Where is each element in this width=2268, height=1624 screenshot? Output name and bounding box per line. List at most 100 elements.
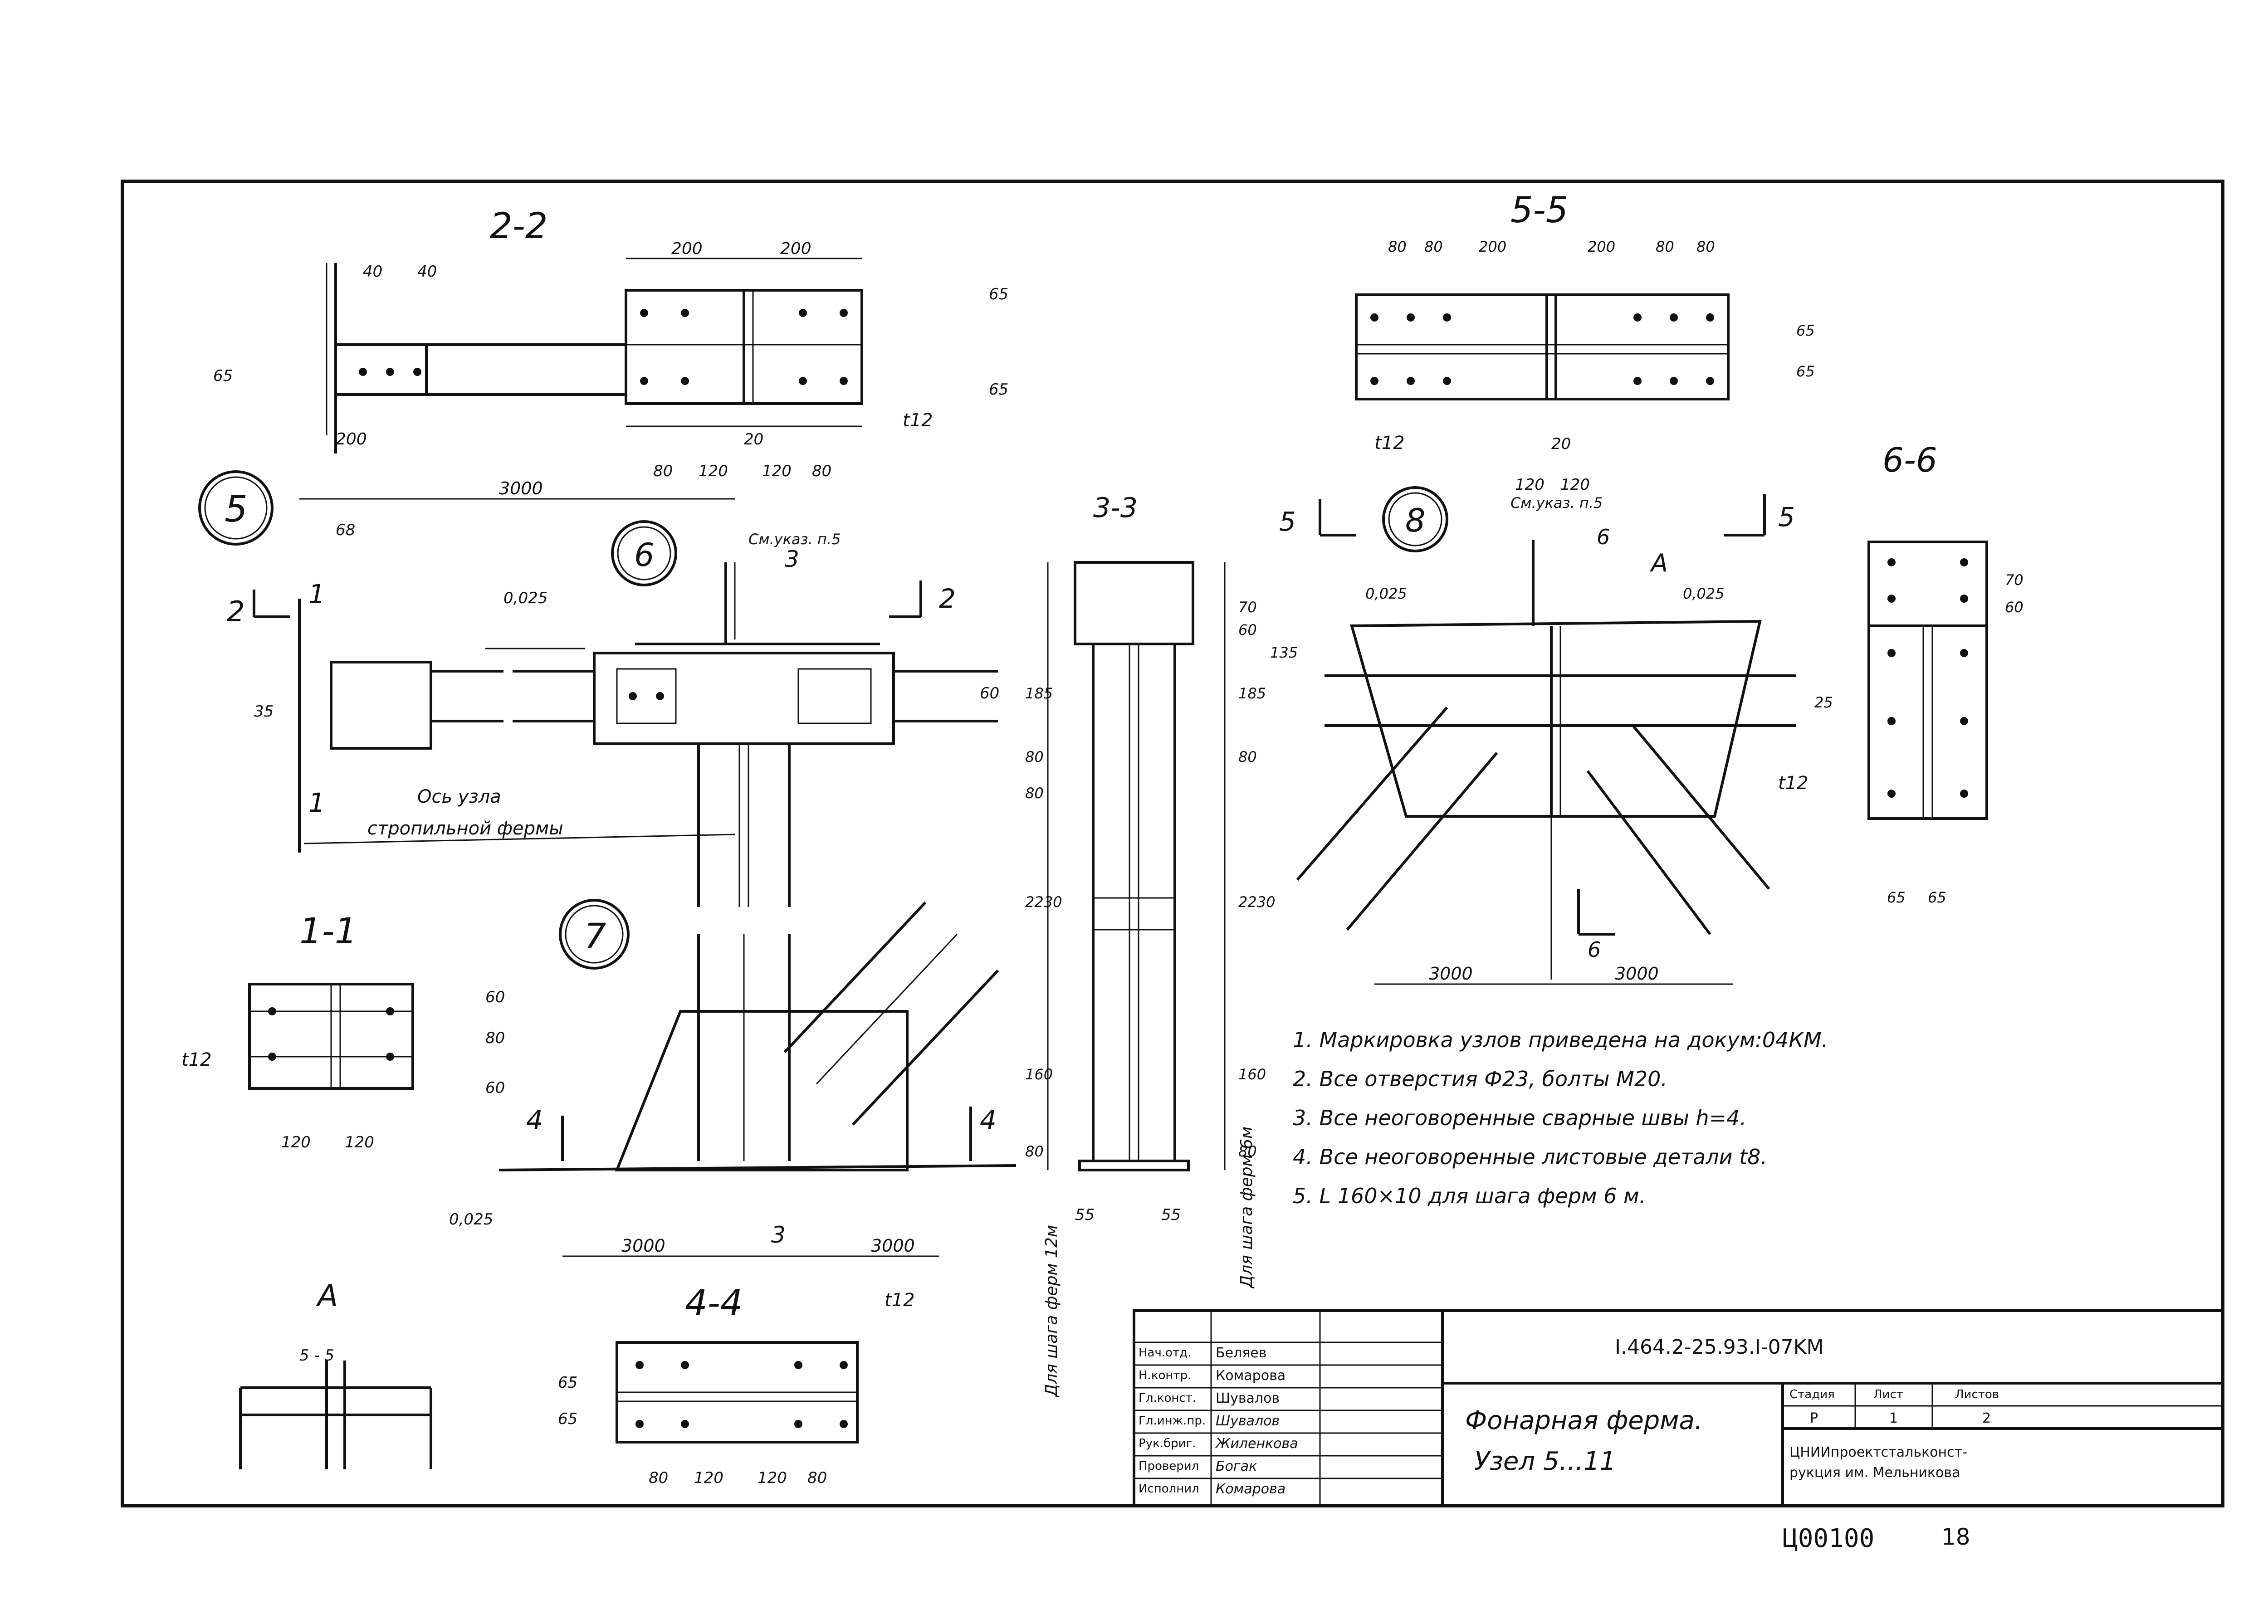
section-4-4: 4-4 t12 65 65 80 120 120 80 xyxy=(558,1283,915,1487)
svg-text:160: 160 xyxy=(1025,1066,1053,1083)
svg-text:120: 120 xyxy=(1515,476,1545,494)
svg-text:60: 60 xyxy=(1238,621,1257,639)
role-label: Рук.бриг. xyxy=(1139,1437,1196,1450)
section-2-2-title: 2-2 xyxy=(490,206,547,247)
sheet-header: Лист xyxy=(1873,1388,1903,1401)
svg-text:t12: t12 xyxy=(903,410,933,431)
svg-text:185: 185 xyxy=(1025,685,1053,702)
svg-text:2230: 2230 xyxy=(1025,893,1062,911)
svg-text:6: 6 xyxy=(1597,525,1610,549)
svg-text:200: 200 xyxy=(1479,238,1506,255)
name-value: Жиленкова xyxy=(1216,1436,1298,1452)
archive-stamp: Ц00100 xyxy=(1783,1524,1875,1553)
general-notes: 1. Маркировка узлов приведена на докум:0… xyxy=(1293,1020,1928,1215)
svg-text:80: 80 xyxy=(1424,238,1443,255)
drawing-subtitle: Узел 5...11 xyxy=(1474,1447,1616,1476)
name-value: Беляев xyxy=(1216,1345,1267,1361)
svg-text:3000: 3000 xyxy=(871,1236,915,1256)
svg-text:60: 60 xyxy=(485,1079,505,1097)
svg-text:60: 60 xyxy=(485,988,505,1006)
svg-text:80: 80 xyxy=(485,1029,505,1047)
svg-text:стропильной фермы: стропильной фермы xyxy=(367,818,563,839)
svg-text:60: 60 xyxy=(980,684,999,702)
svg-text:55: 55 xyxy=(1161,1206,1181,1224)
name-value: Комарова xyxy=(1216,1481,1286,1497)
role-label: Гл.конст. xyxy=(1139,1391,1197,1405)
svg-text:0,025: 0,025 xyxy=(503,589,547,607)
note-item: 4. Все неоговоренные листовые детали t8. xyxy=(1293,1145,1768,1169)
role-label: Нач.отд. xyxy=(1139,1346,1192,1360)
organization-line2: рукция им. Мельникова xyxy=(1789,1465,1960,1481)
section-1-1: 1-1 t12 60 80 60 120 120 xyxy=(181,911,505,1151)
node-6-elevation: 2 1 2 0,025 См.указ. п.5 3 35 60 1 Ось у… xyxy=(227,531,999,907)
sheet-frame xyxy=(121,180,2224,1507)
svg-text:Для шага ферм 12м: Для шага ферм 12м xyxy=(1042,1225,1061,1398)
detail-a-title: A xyxy=(316,1278,338,1313)
svg-text:65: 65 xyxy=(1796,322,1815,339)
svg-text:2: 2 xyxy=(939,583,956,614)
svg-text:3: 3 xyxy=(771,1222,786,1248)
svg-text:200: 200 xyxy=(336,430,367,449)
svg-text:65: 65 xyxy=(1928,889,1946,906)
svg-text:200: 200 xyxy=(1588,238,1615,255)
svg-text:t12: t12 xyxy=(181,1049,212,1070)
role-label: Н.контр. xyxy=(1139,1369,1192,1382)
svg-text:120: 120 xyxy=(758,1469,787,1487)
svg-text:40: 40 xyxy=(363,263,382,281)
svg-text:68: 68 xyxy=(336,521,355,539)
svg-text:80: 80 xyxy=(1025,785,1044,802)
svg-text:120: 120 xyxy=(762,462,792,480)
drawing-title: Фонарная ферма. xyxy=(1465,1406,1703,1435)
svg-text:120: 120 xyxy=(1560,476,1590,494)
page-number: 18 xyxy=(1941,1524,1970,1550)
svg-text:65: 65 xyxy=(989,380,1008,399)
svg-text:65: 65 xyxy=(213,367,233,385)
svg-text:3000: 3000 xyxy=(1615,964,1659,984)
node-5-label: 5 xyxy=(225,488,248,530)
name-value: Богак xyxy=(1216,1458,1257,1474)
node-7-label: 7 xyxy=(584,916,606,956)
svg-text:80: 80 xyxy=(1238,748,1257,766)
svg-text:20: 20 xyxy=(1551,435,1571,453)
detail-a: A 5 - 5 xyxy=(239,1278,432,1469)
node-8-label: 8 xyxy=(1405,502,1426,539)
section-3-3: 3-3 70 60 185 185 80 80 80 2230 2230 160… xyxy=(1025,492,1275,1398)
title-block-grid xyxy=(1133,1309,2224,1507)
svg-text:65: 65 xyxy=(1796,363,1815,380)
svg-text:65: 65 xyxy=(1887,889,1906,906)
svg-text:120: 120 xyxy=(694,1469,723,1487)
node-7-elevation: 4 4 0,025 3 3000 3000 xyxy=(449,901,1017,1257)
svg-text:См.указ. п.5: См.указ. п.5 xyxy=(748,531,841,548)
role-label: Гл.инж.пр. xyxy=(1139,1414,1206,1428)
role-label: Исполнил xyxy=(1139,1482,1199,1496)
svg-text:1: 1 xyxy=(308,787,325,818)
svg-text:3000: 3000 xyxy=(621,1236,665,1256)
name-value: Шувалов xyxy=(1216,1390,1280,1406)
svg-text:6: 6 xyxy=(1588,937,1601,962)
svg-text:65: 65 xyxy=(558,1410,577,1428)
svg-text:См.указ. п.5: См.указ. п.5 xyxy=(1510,494,1603,512)
svg-text:5: 5 xyxy=(1279,506,1296,537)
svg-text:4: 4 xyxy=(980,1105,997,1136)
sheets-value: 2 xyxy=(1982,1410,1991,1426)
section-3-3-title: 3-3 xyxy=(1093,492,1138,524)
svg-text:120: 120 xyxy=(699,462,728,480)
svg-text:160: 160 xyxy=(1238,1066,1266,1083)
svg-text:80: 80 xyxy=(1656,238,1674,255)
section-5-5: 5-5 80 80 200 200 80 80 65 65 t12 20 120… xyxy=(1355,190,1815,494)
svg-text:3: 3 xyxy=(785,546,799,572)
svg-text:0,025: 0,025 xyxy=(449,1210,493,1229)
svg-text:80: 80 xyxy=(812,462,831,480)
svg-text:200: 200 xyxy=(780,239,811,258)
section-5-5-title: 5-5 xyxy=(1510,190,1568,231)
stage-value: Р xyxy=(1810,1410,1818,1426)
svg-text:A: A xyxy=(1650,549,1668,577)
svg-text:Ось узла: Ось узла xyxy=(417,786,501,807)
svg-text:70: 70 xyxy=(1238,599,1257,616)
section-2-2: 2-2 200 200 40 40 65 65 65 200 20 t12 80… xyxy=(213,206,1008,539)
svg-text:200: 200 xyxy=(671,239,703,258)
svg-text:55: 55 xyxy=(1075,1206,1095,1224)
svg-text:135: 135 xyxy=(1270,644,1298,661)
svg-text:120: 120 xyxy=(281,1133,311,1151)
name-value: Шувалов xyxy=(1216,1413,1280,1429)
